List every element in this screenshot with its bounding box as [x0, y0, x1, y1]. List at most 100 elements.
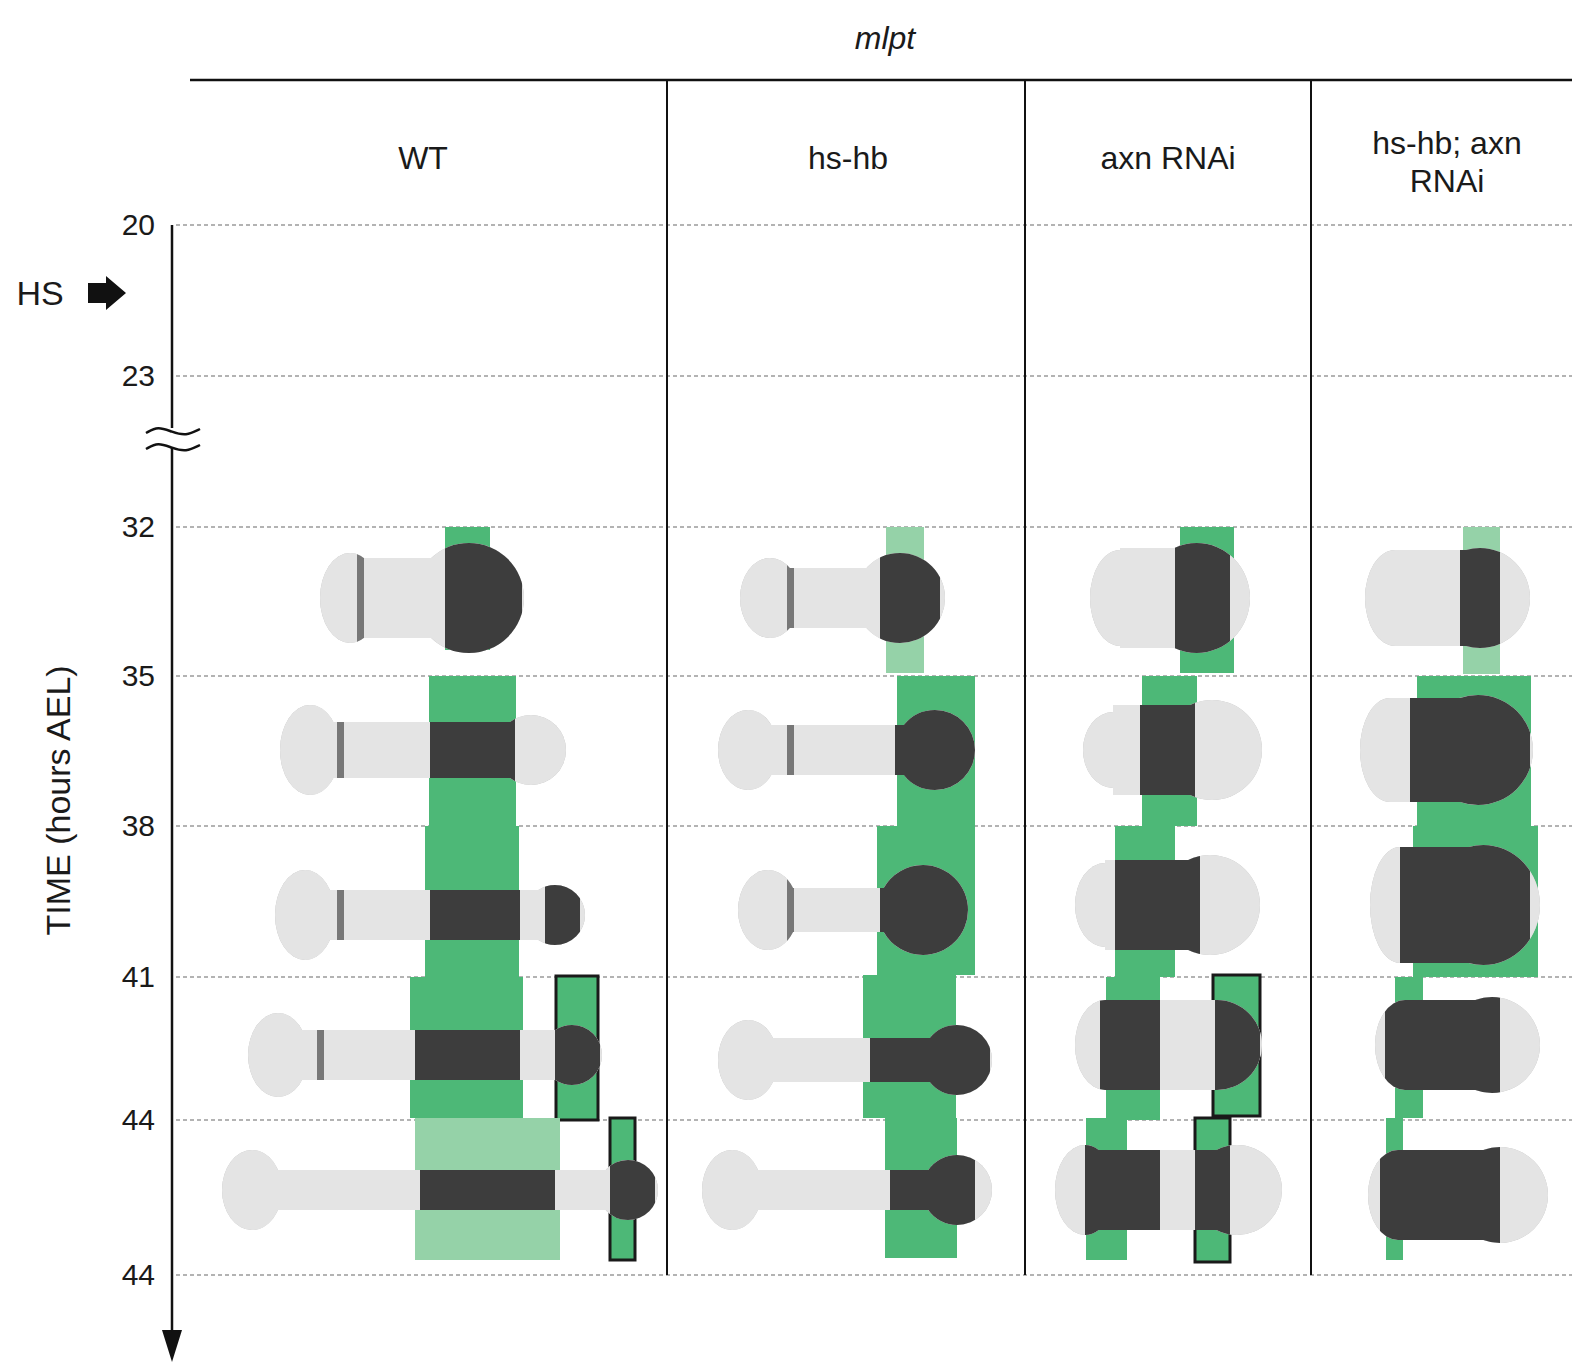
expression-domain [1100, 965, 1160, 1125]
expression-domain [415, 975, 520, 1135]
time-axis [171, 225, 174, 1340]
embryo [1370, 825, 1540, 985]
embryos [222, 518, 1548, 1275]
expression-domain [880, 518, 940, 678]
embryo-body [1075, 965, 1262, 1125]
embryo-body [718, 980, 992, 1140]
expression-stripe [787, 830, 794, 990]
guide-line [176, 1119, 1572, 1120]
expression-domain [1380, 1115, 1500, 1275]
expression-domain [1460, 518, 1500, 678]
embryo [1360, 670, 1533, 830]
embryo-body [280, 670, 566, 830]
column-separator [666, 80, 668, 1275]
tick-label: 23 [122, 358, 155, 394]
figure-title: mlpt [855, 19, 915, 57]
embryo [248, 975, 602, 1135]
expression-stripe [337, 670, 344, 830]
embryo [718, 670, 975, 830]
embryo [718, 980, 992, 1140]
expression-stripe [787, 518, 794, 678]
embryo-body [1090, 518, 1250, 678]
tick-label: 32 [122, 509, 155, 545]
expression-domain [1195, 1110, 1230, 1270]
tick-label: 38 [122, 808, 155, 844]
header-rule [190, 79, 1572, 82]
guide-line [176, 375, 1572, 376]
expression-domain [880, 830, 968, 990]
embryo [1375, 965, 1540, 1125]
embryo-body [740, 518, 945, 678]
expression-domain [895, 670, 975, 830]
embryo [280, 670, 566, 830]
expression-domain [1085, 1110, 1160, 1270]
embryo [702, 1110, 992, 1270]
embryo [1075, 965, 1262, 1125]
column-separator [1024, 80, 1026, 1275]
expression-domain [445, 518, 522, 678]
axis-arrowhead [162, 1330, 182, 1362]
embryo-body [1055, 1110, 1282, 1270]
embryo-body [222, 1110, 658, 1270]
embryo-body [1360, 670, 1533, 830]
column-separator [1310, 80, 1312, 1275]
expression-domain [420, 1110, 555, 1270]
guide-line [176, 224, 1572, 225]
axis-break [146, 444, 200, 450]
expression-domain [430, 835, 520, 995]
expression-domain [890, 1110, 975, 1270]
expression-domain [1140, 670, 1195, 830]
expression-domain [1385, 965, 1500, 1125]
embryo-body [1083, 670, 1262, 830]
embryo-body [1365, 518, 1530, 678]
expression-domain [555, 975, 600, 1135]
embryo-body [275, 835, 585, 995]
embryo [740, 518, 945, 678]
embryo [738, 830, 968, 990]
guide-line [176, 825, 1572, 826]
expression-domain [1400, 825, 1530, 985]
expression-domain [1410, 670, 1530, 830]
heat-shock-label: HS [16, 273, 63, 314]
heat-shock-arrow [88, 276, 126, 310]
embryo-body [320, 518, 524, 678]
column-header: axn RNAi [1100, 139, 1235, 177]
expression-stripe [317, 975, 324, 1135]
embryo-body [248, 975, 602, 1135]
tick-label: 20 [122, 207, 155, 243]
embryo [1083, 670, 1262, 830]
embryo-body [738, 830, 968, 990]
column-header: WT [398, 139, 448, 177]
column-header: hs-hb; axn RNAi [1372, 124, 1522, 201]
expression-stripe [357, 518, 364, 678]
embryo [222, 1110, 658, 1270]
embryo [1368, 1115, 1548, 1275]
expression-domain [870, 980, 990, 1140]
embryo [1055, 1110, 1282, 1270]
embryo-body [718, 670, 975, 830]
expression-domain [1175, 518, 1230, 678]
expression-domain [430, 670, 515, 830]
axis-break [146, 428, 200, 434]
embryo-body [702, 1110, 992, 1270]
expression-domain [545, 835, 580, 995]
embryo-body [1368, 1115, 1548, 1275]
expression-domain [610, 1110, 655, 1270]
embryo [1075, 825, 1260, 985]
embryo [1365, 518, 1530, 678]
embryo-body [1370, 825, 1540, 985]
expression-stripe [787, 670, 794, 830]
guide-line [176, 526, 1572, 527]
tick-label: 35 [122, 658, 155, 694]
embryo [275, 835, 585, 995]
embryo-body [1075, 825, 1260, 985]
axis-title: TIME (hours AEL) [38, 665, 79, 935]
tick-label: 44 [122, 1257, 155, 1293]
guide-line [176, 1274, 1572, 1275]
expression-domain [1215, 965, 1260, 1125]
column-header: hs-hb [808, 139, 888, 177]
guide-line [176, 675, 1572, 676]
guide-lines [176, 225, 1572, 1275]
expression-domain [1115, 825, 1200, 985]
